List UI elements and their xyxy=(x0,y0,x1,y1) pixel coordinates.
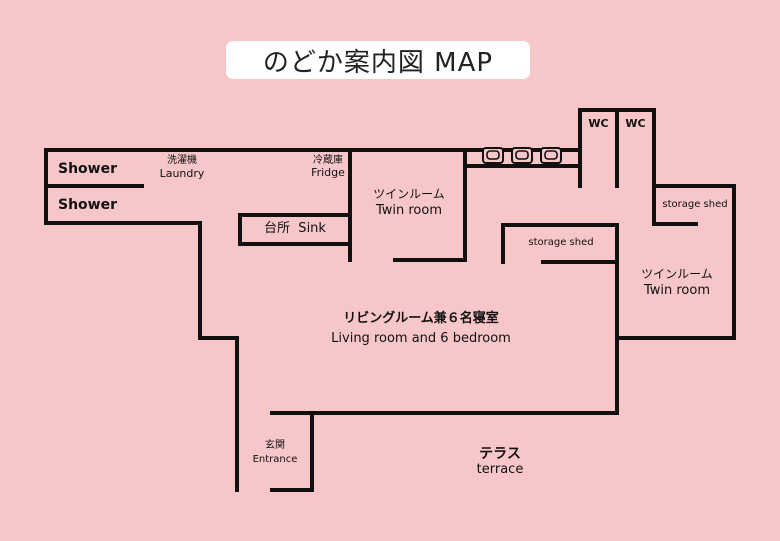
room-label-wc: WC xyxy=(588,117,609,130)
room-label-laundry-en: Laundry xyxy=(159,167,205,180)
room-label-fridge-jp: 冷蔵庫 xyxy=(313,155,343,166)
room-label-entrance-jp: 玄関 xyxy=(265,440,285,451)
sink-icon xyxy=(482,147,504,164)
sink-icon xyxy=(511,147,533,164)
room-label-terrace-en: terrace xyxy=(476,462,524,477)
room-label-wc: WC xyxy=(625,117,646,130)
room-label-shower: Shower xyxy=(58,197,118,213)
room-label-shower: Shower xyxy=(58,161,118,177)
room-label-twin-right-en: Twin room xyxy=(643,283,711,298)
sink-icon xyxy=(540,147,562,164)
room-label-kitchen: 台所 Sink xyxy=(264,221,326,236)
room-label-twin-left-en: Twin room xyxy=(375,203,443,218)
room-label-twin-left-jp: ツインルーム xyxy=(373,187,445,201)
room-label-living-jp: リビングルーム兼６名寝室 xyxy=(343,311,499,326)
room-label-terrace-jp: テラス xyxy=(479,446,521,462)
room-label-storage-mid: storage shed xyxy=(528,237,594,248)
room-label-fridge-en: Fridge xyxy=(311,166,345,179)
room-label-twin-right-jp: ツインルーム xyxy=(641,267,713,281)
room-label-entrance-en: Entrance xyxy=(252,454,298,465)
room-label-storage-right: storage shed xyxy=(662,199,728,210)
map-title: のどか案内図 MAP xyxy=(226,41,530,79)
room-label-laundry-jp: 洗濯機 xyxy=(167,155,197,166)
room-label-living-en: Living room and 6 bedroom xyxy=(331,331,511,346)
